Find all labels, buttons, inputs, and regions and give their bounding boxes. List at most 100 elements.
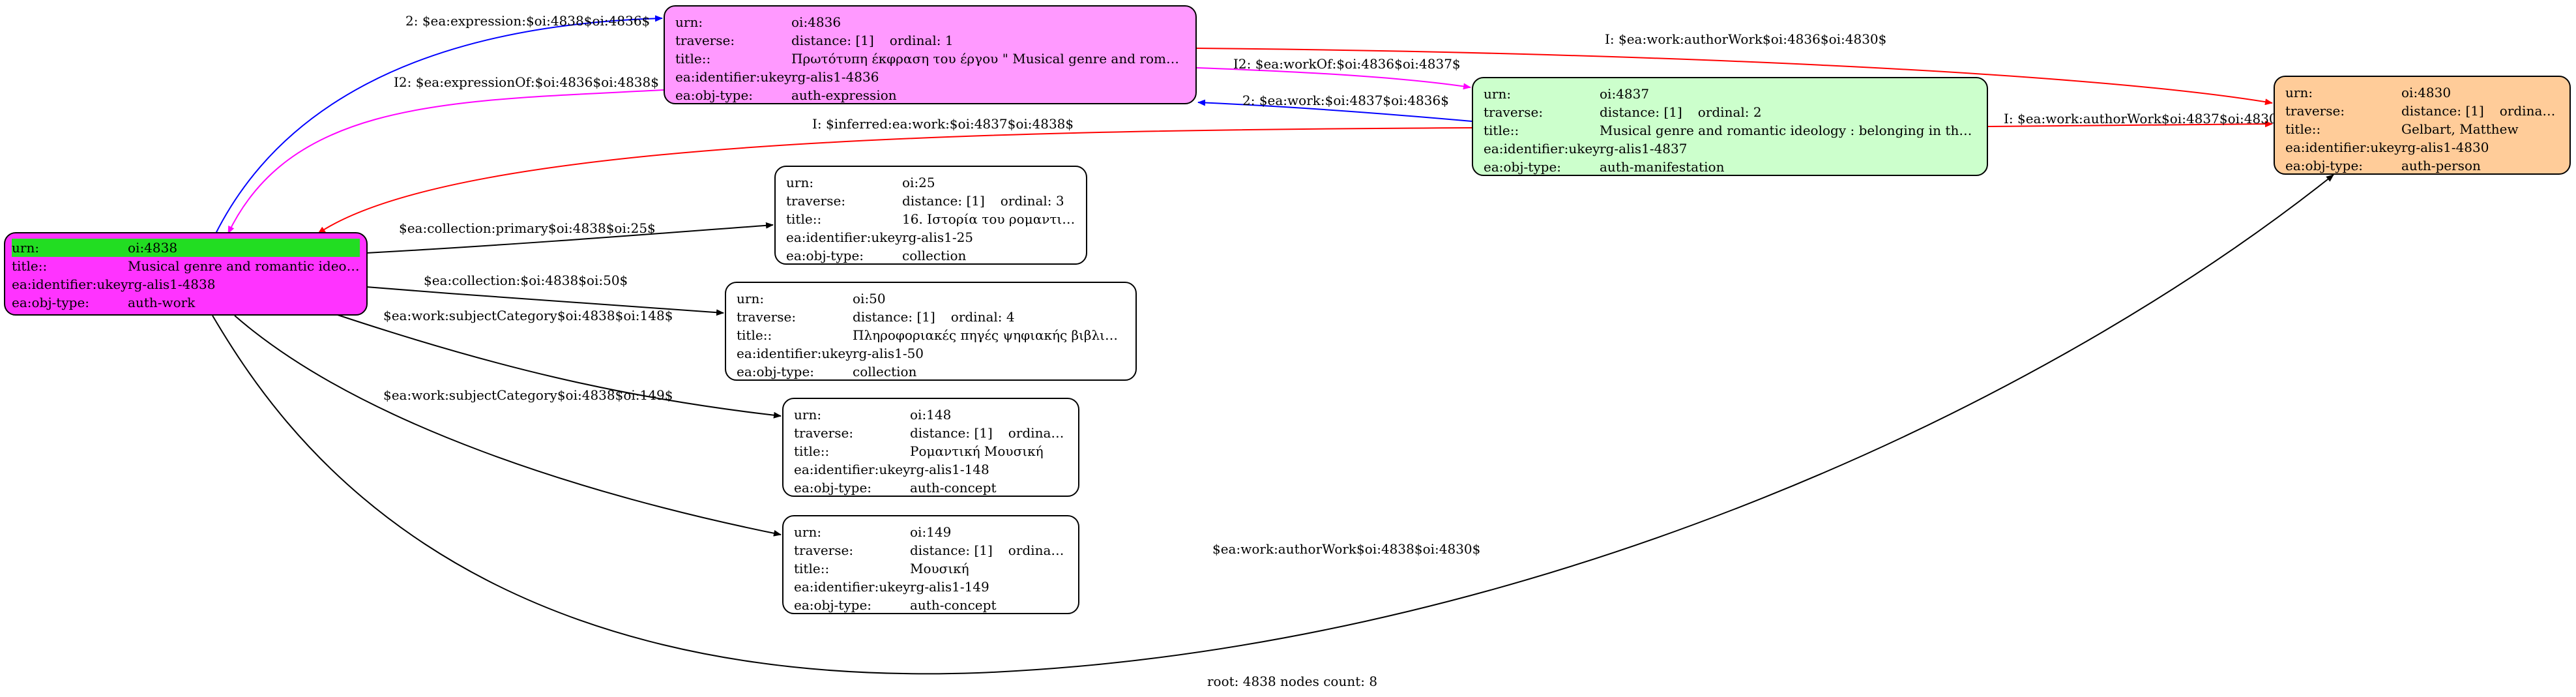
node-oi-148[interactable]: urn:oi:148 traverse:distance: [1]ordinal… xyxy=(782,398,1079,497)
objtype-value: auth-work xyxy=(128,295,196,310)
objtype-value: collection xyxy=(853,364,917,379)
urn-value: oi:4837 xyxy=(1600,86,1650,102)
objtype-value: auth-concept xyxy=(910,597,997,613)
edge-label: I: $ea:work:authorWork$oi:4837$oi:4830$ xyxy=(2004,111,2286,126)
title-key: title:: xyxy=(12,258,48,274)
node-oi-50[interactable]: urn:oi:50 traverse:distance: [1]ordinal:… xyxy=(725,282,1137,381)
ukey-key: ea:identifier:ukey xyxy=(794,579,911,595)
ordinal-value: ordinal: 2 xyxy=(1697,104,1762,120)
distance-value: distance: [1] xyxy=(853,309,935,325)
edge-label: I: $ea:work:authorWork$oi:4836$oi:4830$ xyxy=(1605,31,1887,47)
ukey-value: rg-alis1-4836 xyxy=(791,69,879,85)
objtype-value: auth-person xyxy=(2401,158,2481,173)
ukey-value: rg-alis1-4830 xyxy=(2401,140,2489,155)
ukey-key: ea:identifier:ukey xyxy=(1484,141,1600,156)
edge-label: $ea:collection:primary$oi:4838$oi:25$ xyxy=(399,220,656,236)
urn-value: oi:50 xyxy=(853,291,886,306)
ordinal-value: ordinal: 1 xyxy=(889,33,954,48)
ukey-key: ea:identifier:ukey xyxy=(737,346,853,361)
urn-key: urn: xyxy=(12,240,40,256)
ukey-key: ea:identifier:ukey xyxy=(794,462,911,477)
urn-value: oi:149 xyxy=(910,524,952,540)
node-oi-4838[interactable]: urn: oi:4838 title::Musical genre and rom… xyxy=(4,232,368,316)
title-value: Πρωτότυπη έκφραση του έργου " Musical ge… xyxy=(791,51,1185,67)
edge-label: 2: $ea:expression:$oi:4838$oi:4836$ xyxy=(405,13,651,29)
edge-subject-148 xyxy=(335,314,782,419)
objtype-key: ea:obj-type: xyxy=(794,480,872,496)
urn-key: urn: xyxy=(737,291,765,306)
title-value: Πληροφοριακές πηγές ψηφιακής βιβλιοθήκης xyxy=(853,327,1125,343)
graph-footer: root: 4838 nodes count: 8 xyxy=(1207,674,1378,689)
ordinal-value: ordinal: 5 xyxy=(2499,103,2559,119)
edge-label: I2: $ea:workOf:$oi:4836$oi:4837$ xyxy=(1233,56,1461,72)
urn-value: oi:4838 xyxy=(128,240,178,256)
objtype-value: auth-manifestation xyxy=(1600,159,1725,175)
node-oi-25[interactable]: urn:oi:25 traverse:distance: [1]ordinal:… xyxy=(774,166,1087,265)
title-key: title:: xyxy=(737,327,772,343)
objtype-key: ea:obj-type: xyxy=(675,87,754,103)
urn-key: urn: xyxy=(1484,86,1512,102)
distance-value: distance: [1] xyxy=(791,33,874,48)
title-value: Gelbart, Matthew xyxy=(2401,121,2519,137)
traverse-key: traverse: xyxy=(675,33,735,48)
traverse-key: traverse: xyxy=(2285,103,2345,119)
edge-work xyxy=(1197,99,1472,122)
edge-expression xyxy=(214,15,663,235)
edge-label: $ea:work:subjectCategory$oi:4838$oi:148$ xyxy=(383,308,673,323)
urn-key: urn: xyxy=(786,175,814,190)
ukey-key: ea:identifier:ukey xyxy=(12,276,128,292)
ordinal-value: ordinal: 4 xyxy=(950,309,1015,325)
edge-inferred-work xyxy=(317,127,1472,234)
edge-subject-149 xyxy=(234,315,782,537)
title-key: title:: xyxy=(1484,123,1519,138)
title-key: title:: xyxy=(675,51,711,67)
objtype-value: auth-expression xyxy=(791,87,897,103)
objtype-key: ea:obj-type: xyxy=(786,248,864,263)
ordinal-value: ordinal: 7 xyxy=(1008,425,1068,441)
node-oi-4836[interactable]: urn:oi:4836 traverse:distance: [1]ordina… xyxy=(664,5,1197,104)
edge-label: 2: $ea:work:$oi:4837$oi:4836$ xyxy=(1242,93,1449,108)
node-title-row: title::Musical genre and romantic ideolo… xyxy=(12,257,360,275)
traverse-key: traverse: xyxy=(1484,104,1544,120)
distance-value: distance: [1] xyxy=(1600,104,1682,120)
objtype-key: ea:obj-type: xyxy=(737,364,815,379)
ordinal-value: ordinal: 6 xyxy=(1008,542,1068,558)
ukey-value: rg-alis1-25 xyxy=(902,230,974,245)
title-key: title:: xyxy=(2285,121,2321,137)
edge-label: $ea:work:authorWork$oi:4838$oi:4830$ xyxy=(1212,541,1481,557)
urn-key: urn: xyxy=(2285,85,2313,100)
edge-author-work-4837 xyxy=(1987,121,2273,128)
objtype-value: collection xyxy=(902,248,967,263)
edge-collection-primary xyxy=(366,222,774,254)
urn-key: urn: xyxy=(794,524,822,540)
distance-value: distance: [1] xyxy=(902,193,985,209)
objtype-value: auth-concept xyxy=(910,480,997,496)
edge-label: I: $inferred:ea:work:$oi:4837$oi:4838$ xyxy=(812,116,1074,132)
node-oi-4830[interactable]: urn: oi:4830 traverse: distance: [1] ordina… xyxy=(2274,76,2571,175)
edge-expression-of xyxy=(227,89,664,234)
title-key: title:: xyxy=(786,211,822,227)
node-oi-4837[interactable]: urn: oi:4837 traverse: distance: [1] ordina… xyxy=(1472,77,1988,176)
ukey-value: rg-alis1-148 xyxy=(910,462,989,477)
distance-value: distance: [1] xyxy=(910,425,993,441)
distance-value: distance: [1] xyxy=(2401,103,2484,119)
edge-author-work-4838 xyxy=(212,174,2334,675)
ukey-key: ea:identifier:ukey xyxy=(786,230,903,245)
title-value: Ρομαντική Μουσική xyxy=(910,443,1044,459)
distance-value: distance: [1] xyxy=(910,542,993,558)
ukey-value: rg-alis1-4838 xyxy=(128,276,216,292)
edge-work-of xyxy=(1196,67,1471,90)
title-value: Μουσική xyxy=(910,561,969,576)
node-urn-row: urn: oi:4838 xyxy=(12,239,360,257)
edge-label: $ea:collection:$oi:4838$oi:50$ xyxy=(424,273,628,288)
title-key: title:: xyxy=(794,561,830,576)
traverse-key: traverse: xyxy=(794,542,854,558)
urn-value: oi:4830 xyxy=(2401,85,2452,100)
node-objtype-row: ea:obj-type:auth-work xyxy=(12,293,360,312)
urn-value: oi:148 xyxy=(910,407,952,423)
urn-key: urn: xyxy=(794,407,822,423)
node-oi-149[interactable]: urn: oi:149 traverse: distance: [1] ordinal… xyxy=(782,515,1079,614)
edge-label: $ea:work:subjectCategory$oi:4838$oi:149$ xyxy=(383,387,673,403)
